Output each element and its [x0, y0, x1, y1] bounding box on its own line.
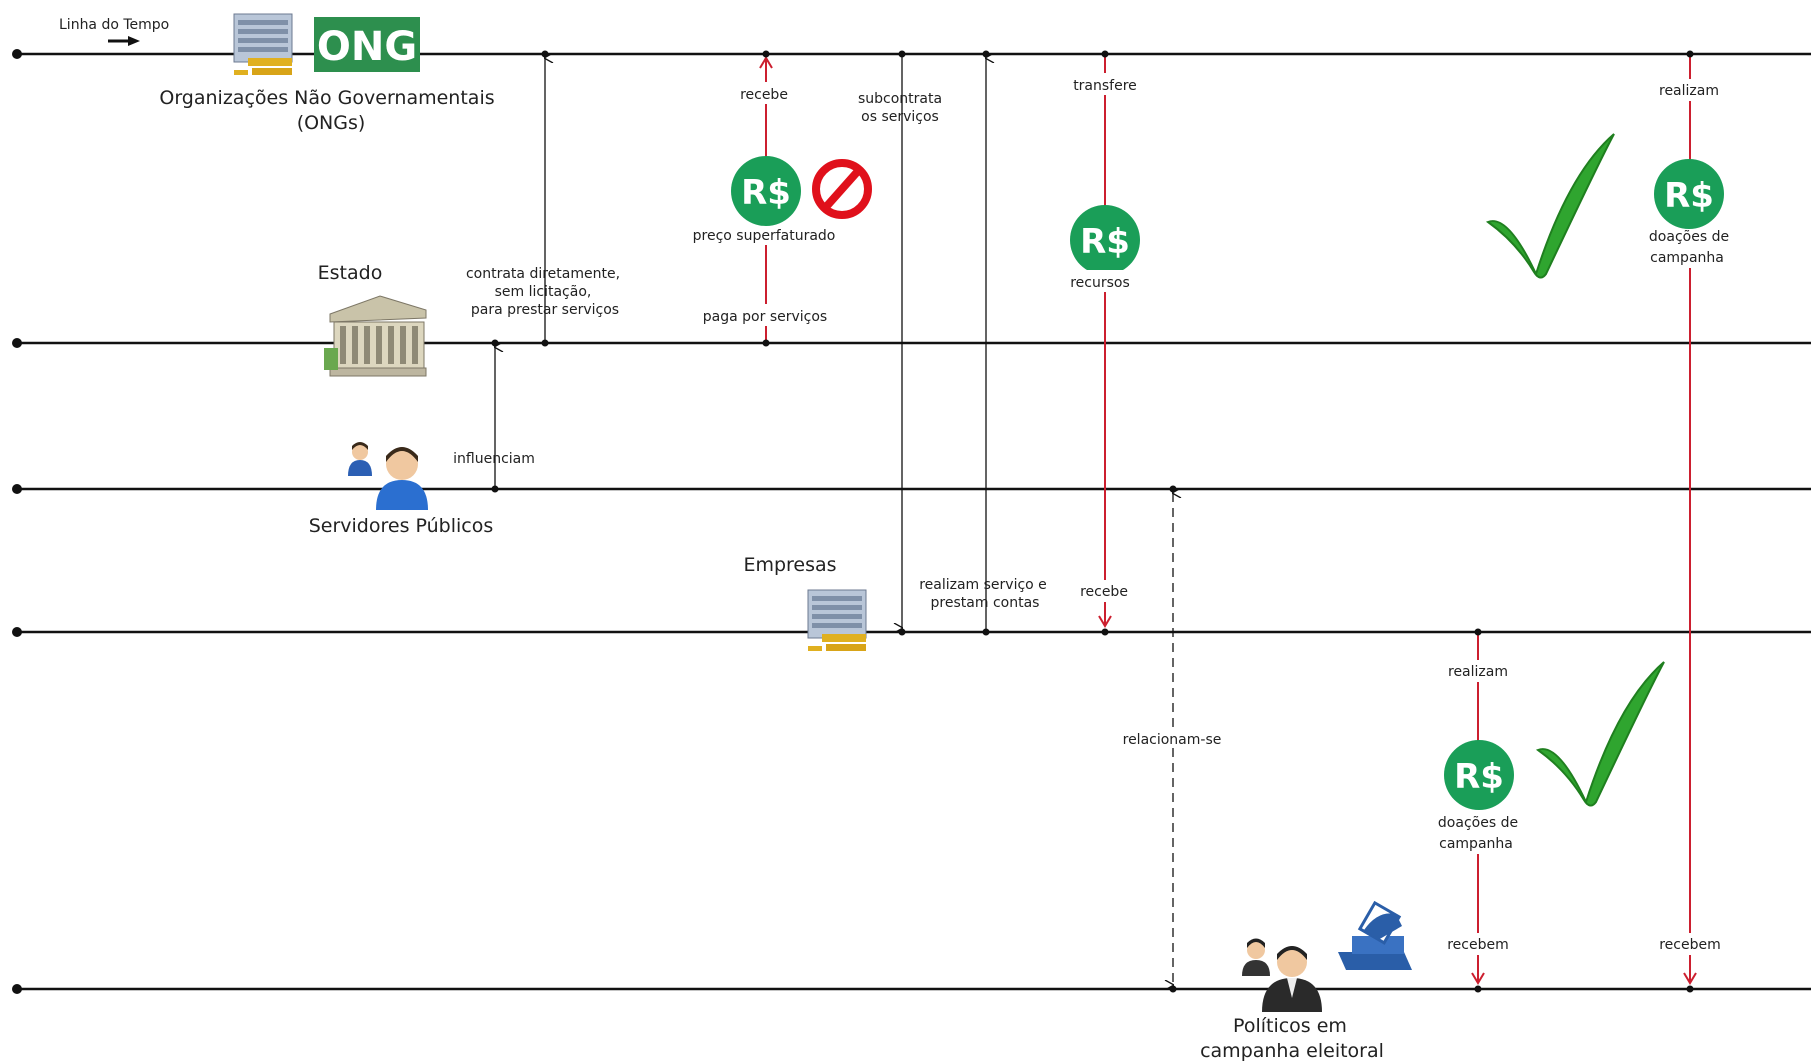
recursos-label: recursos [1070, 275, 1130, 291]
government-building-icon [324, 295, 427, 377]
money-icon [1444, 740, 1514, 810]
politicos-title: Políticos em [1233, 1015, 1347, 1037]
building-icon [807, 589, 867, 652]
realizam-servico-label-2: prestam contas [931, 595, 1040, 611]
connector-subcontrata [899, 50, 906, 636]
timeline-arrow-icon [108, 36, 140, 46]
connector-contrata [541, 50, 549, 347]
ongs-title: Organizações Não Governamentais [159, 87, 494, 109]
doacoes-ongs-label: doações de [1649, 229, 1729, 245]
contrata-label-3: para prestar serviços [471, 302, 619, 318]
recebem-mid-label: recebem [1447, 937, 1509, 953]
ongs-title-abbr: (ONGs) [297, 112, 366, 134]
person-icon [1242, 938, 1270, 976]
connector-prestam-contas [982, 50, 990, 636]
person-icon [348, 442, 372, 476]
recebe-label: recebe [740, 87, 788, 103]
doacoes-empresas-label: doações de [1438, 815, 1518, 831]
svg-text:ONG: ONG [317, 24, 417, 70]
money-icon [1070, 205, 1140, 275]
recebem-right-label: recebem [1659, 937, 1721, 953]
empresas-title: Empresas [743, 554, 836, 576]
estado-title: Estado [318, 262, 383, 284]
politicos-title-2: campanha eleitoral [1200, 1040, 1384, 1062]
connector-influenciam [491, 339, 499, 493]
timeline-label: Linha do Tempo [59, 17, 169, 33]
money-icon [1654, 159, 1724, 229]
recebe-empresas-label: recebe [1080, 584, 1128, 600]
subcontrata-label-2: os serviços [861, 109, 939, 125]
check-icon [1535, 661, 1665, 807]
realizam-empresas-label: realizam [1448, 664, 1508, 680]
relacionam-label: relacionam-se [1123, 732, 1222, 748]
lane-lines [17, 52, 1811, 991]
realizam-ongs-label: realizam [1659, 83, 1719, 99]
person-icon [376, 447, 428, 510]
subcontrata-label: subcontrata [858, 91, 942, 107]
lane-start-dots [12, 49, 22, 994]
influenciam-label: influenciam [453, 451, 535, 467]
person-icon [1262, 946, 1322, 1012]
paga-label: paga por serviços [703, 309, 827, 325]
realizam-servico-label: realizam serviço e [919, 577, 1047, 593]
ong-badge: ONG [314, 17, 420, 72]
money-icon [731, 156, 801, 226]
preco-label: preço superfaturado [693, 228, 836, 244]
doacoes-ongs-label-2: campanha [1650, 250, 1724, 266]
flow-transfere [1098, 50, 1112, 636]
prohibited-icon [812, 159, 872, 219]
doacoes-empresas-label-2: campanha [1439, 836, 1513, 852]
contrata-label: contrata diretamente, [466, 266, 620, 282]
transfere-label: transfere [1073, 78, 1137, 94]
contrata-label-2: sem licitação, [495, 284, 592, 300]
building-icon [233, 13, 293, 76]
check-icon [1485, 133, 1615, 279]
servidores-title: Servidores Públicos [309, 515, 494, 537]
ballot-box-icon [1338, 900, 1412, 970]
